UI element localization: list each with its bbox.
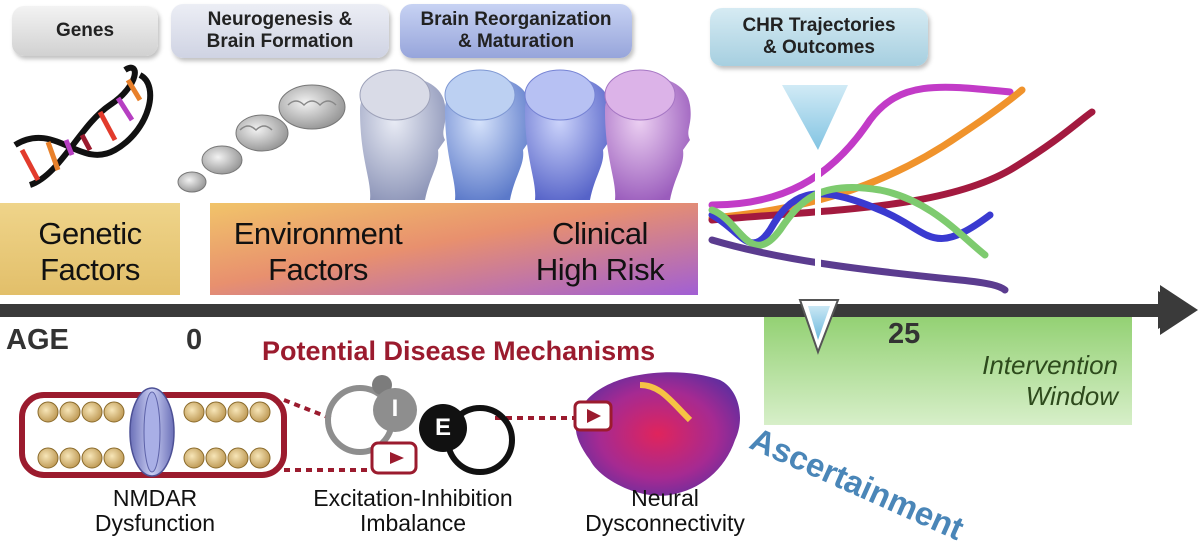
ei-circuit-icon [325, 375, 515, 475]
dna-helix-icon [13, 64, 154, 188]
nmdar-membrane-icon [19, 387, 287, 478]
age-label: AGE [6, 324, 69, 356]
mechanism-nmdar-label: NMDAR Dysfunction [94, 485, 216, 537]
excitatory-label: E [434, 414, 451, 441]
stage-brain-reorganization: Brain Reorganization & Maturation [400, 4, 632, 58]
developing-brains-icon [177, 84, 346, 193]
clinical-high-risk-label: Clinical High Risk [535, 216, 665, 287]
stage-neurogenesis: Neurogenesis & Brain Formation [171, 4, 389, 58]
age-timeline-arrow [0, 285, 1198, 335]
cortex-brain-icon [573, 372, 740, 496]
mechanism-dysconnectivity-label: Neural Dysconnectivity [585, 485, 745, 537]
age-zero-label: 0 [186, 324, 203, 356]
genetic-factors-box [0, 203, 180, 295]
stage-label: CHR Trajectories & Outcomes [742, 15, 896, 58]
stage-label: Neurogenesis & Brain Formation [206, 9, 354, 52]
head-profiles-icon [359, 69, 691, 200]
stage-genes: Genes [12, 6, 158, 56]
mechanism-ei-label: Excitation-Inhibition Imbalance [313, 485, 513, 537]
genetic-factors-label: Genetic Factors [38, 216, 142, 287]
intervention-window-label: Intervention Window [982, 350, 1118, 412]
stage-label: Brain Reorganization & Maturation [420, 9, 612, 52]
spotlight-icon [782, 85, 848, 150]
stage-label: Genes [55, 20, 115, 42]
environment-clinical-box [210, 203, 698, 295]
stage-chr-trajectories: CHR Trajectories & Outcomes [710, 8, 928, 66]
chr-trajectories [708, 83, 1096, 294]
environment-factors-label: Environment Factors [233, 216, 403, 287]
inhibitory-label: I [391, 395, 399, 422]
mechanisms-title: Potential Disease Mechanisms [262, 336, 656, 366]
age-twentyfive-label: 25 [888, 318, 921, 350]
